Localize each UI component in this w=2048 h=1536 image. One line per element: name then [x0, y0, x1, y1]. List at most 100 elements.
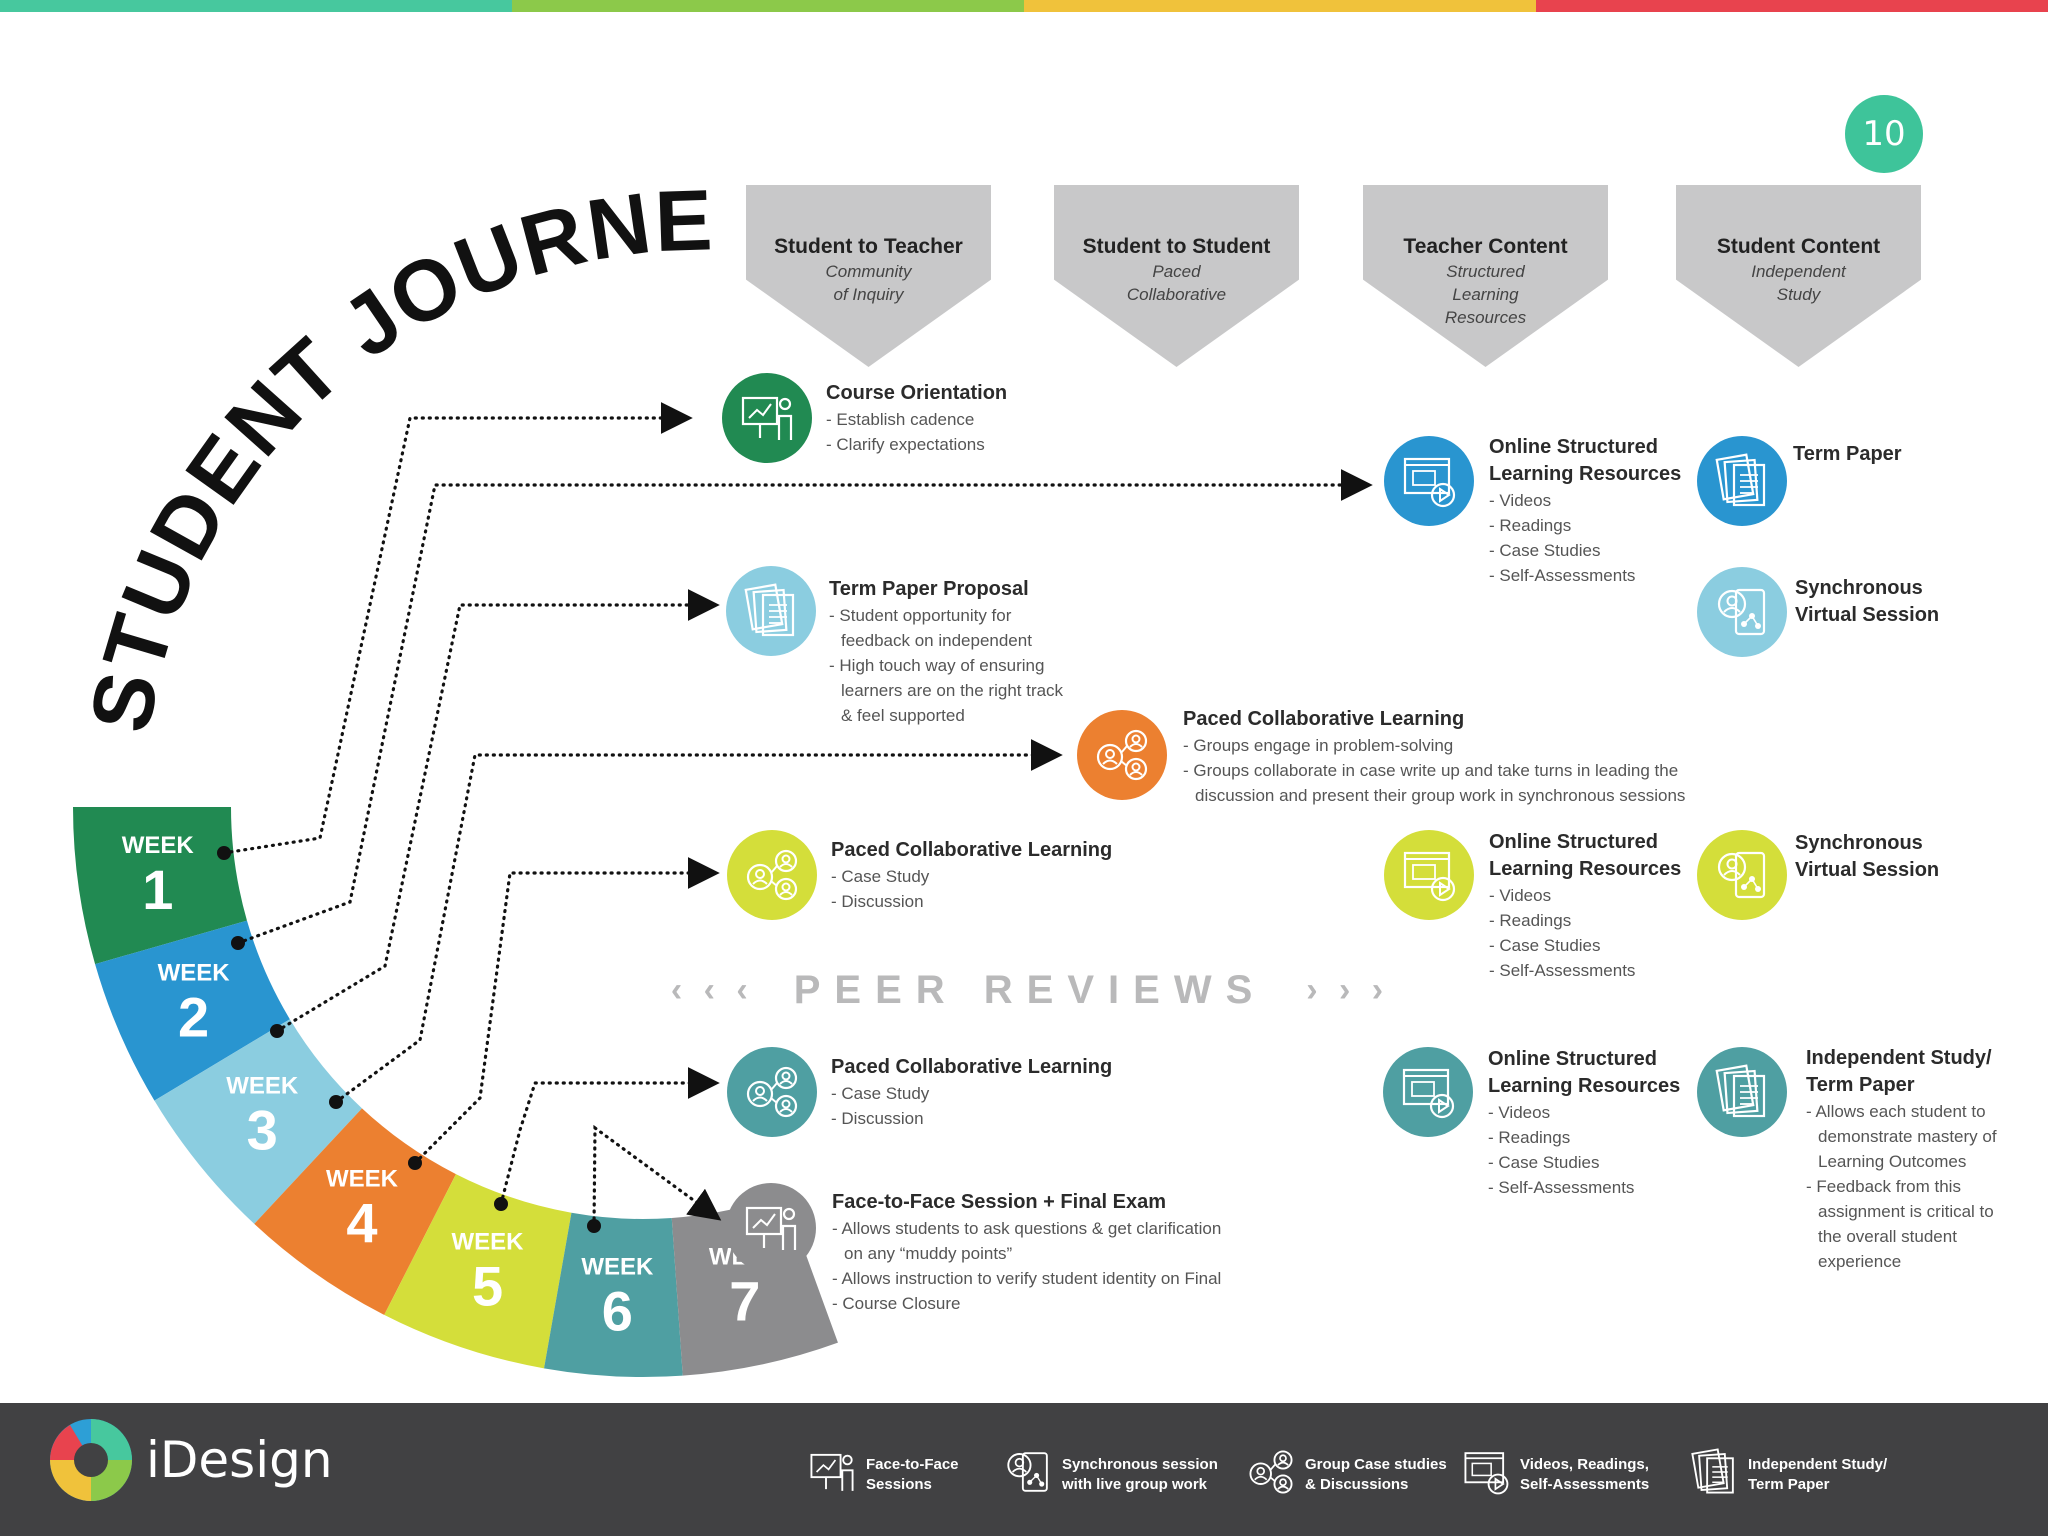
item-title: Independent Study/ — [1806, 1047, 1992, 1069]
week-number: 2 — [178, 985, 209, 1048]
legend-label: Videos, Readings, Self-Assessments — [1520, 1455, 1650, 1493]
item-point: Case Studies — [1489, 933, 1709, 958]
idesign-logo-icon — [50, 1419, 132, 1501]
legend-label: Synchronous session with live group work — [1062, 1455, 1218, 1493]
term-paper-proposal-icon — [726, 566, 816, 656]
item-title: Term Paper — [1793, 443, 1902, 465]
item-title: Synchronous — [1795, 832, 1923, 854]
connector-line-week-7 — [592, 1124, 722, 1228]
item-point: Videos — [1488, 1100, 1708, 1125]
face-to-face-week7-icon — [726, 1183, 816, 1273]
week-segment-4 — [254, 1108, 456, 1315]
presenter-icon — [810, 1453, 854, 1491]
item-point: Discussion — [831, 1106, 1161, 1131]
synchronous-session-week2-icon — [1697, 567, 1787, 657]
term-paper-week2-icon — [1697, 436, 1787, 526]
item-point: Videos — [1489, 488, 1709, 513]
brand: iDesign — [50, 1419, 333, 1501]
peer-reviews-banner: ‹ ‹ ‹ PEER REVIEWS › › › — [640, 965, 1420, 1015]
top-color-stripe — [0, 0, 2048, 12]
online-resources-week6-icon — [1383, 1047, 1473, 1137]
legend-label: Group Case studies & Discussions — [1305, 1455, 1447, 1493]
documents-icon — [1715, 1064, 1766, 1118]
item-point: Student opportunity for feedback on inde… — [829, 603, 1079, 653]
column-title: Student to Teacher — [774, 235, 963, 258]
group-icon — [1247, 1448, 1295, 1501]
week-number: 5 — [472, 1255, 503, 1318]
presenter-icon — [741, 396, 793, 440]
week-segment-5 — [384, 1174, 572, 1369]
week-number: 3 — [247, 1098, 278, 1161]
video-screen-icon — [1403, 457, 1456, 508]
paced-collab-week6-block: Paced Collaborative Learning Case Study … — [831, 1054, 1161, 1131]
paced-collab-week5-icon — [727, 830, 817, 920]
item-point: Clarify expectations — [826, 432, 1146, 457]
online-resources-week6-block: Online Structured Learning Resources Vid… — [1488, 1046, 1708, 1200]
item-point: Establish cadence — [826, 407, 1146, 432]
video-screen-icon — [1403, 851, 1456, 902]
column-subtitle-line: Study — [1776, 285, 1821, 304]
item-point: Groups engage in problem-solving — [1183, 733, 1708, 758]
item-point: Case Study — [831, 1081, 1161, 1106]
item-title: Online Structured — [1489, 831, 1658, 853]
peer-reviews-left-arrows: ‹ ‹ ‹ — [670, 970, 754, 1009]
connector-line-week-4 — [334, 739, 1063, 1104]
item-title: Term Paper Proposal — [829, 578, 1029, 600]
connector-dot — [408, 1156, 422, 1170]
week-segment-2 — [95, 920, 290, 1101]
item-title: Face-to-Face Session + Final Exam — [832, 1191, 1167, 1213]
connector-dot — [231, 936, 245, 950]
paced-collab-week4-block: Paced Collaborative Learning Groups enga… — [1183, 706, 1708, 808]
column-title: Student to Student — [1082, 235, 1271, 258]
stripe-segment — [512, 0, 1024, 12]
online-resources-week2-block: Online Structured Learning Resources Vid… — [1489, 434, 1709, 588]
dotted-connectors — [217, 402, 1373, 1233]
group-icon — [1249, 1450, 1293, 1494]
group-icon — [1096, 729, 1148, 781]
column-subtitle-line: Structured — [1446, 262, 1525, 281]
week-label: WEEK — [452, 1229, 525, 1256]
page-number-badge: 10 — [1845, 95, 1923, 173]
video-screen-icon — [1464, 1452, 1509, 1495]
item-point: Course Closure — [832, 1291, 1242, 1316]
legend-independent: Independent Study/ Term Paper — [1690, 1448, 1887, 1501]
item-title: Paced Collaborative Learning — [831, 1056, 1113, 1078]
legend-group-case: Group Case studies & Discussions — [1247, 1448, 1447, 1501]
brand-name: iDesign — [146, 1431, 333, 1489]
independent-study-week6-block: Independent Study/ Term Paper Allows eac… — [1806, 1045, 2001, 1274]
online-resources-week2-icon — [1384, 436, 1474, 526]
column-subtitle-line: Independent — [1751, 262, 1846, 281]
legend-label: Face-to-Face Sessions — [866, 1455, 959, 1493]
documents-icon — [1715, 453, 1766, 507]
legend-face-to-face: Face-to-Face Sessions — [808, 1448, 959, 1501]
week-number: 6 — [602, 1279, 633, 1342]
face-to-face-week7-block: Face-to-Face Session + Final Exam Allows… — [832, 1189, 1242, 1316]
item-point: Self-Assessments — [1489, 563, 1709, 588]
synchronous-session-week5-block: Synchronous Virtual Session — [1795, 830, 1995, 884]
connector-line-week-2 — [236, 469, 1373, 945]
presenter-icon — [745, 1206, 797, 1250]
online-resources-week5-icon — [1384, 830, 1474, 920]
peer-reviews-label: PEER REVIEWS — [793, 967, 1267, 1012]
item-point: Allows instruction to verify student ide… — [832, 1266, 1242, 1291]
independent-study-week6-icon — [1697, 1047, 1787, 1137]
term-paper-week2-block: Term Paper — [1793, 441, 1993, 468]
connector-line-week-5 — [413, 857, 720, 1165]
week-number: 7 — [729, 1269, 760, 1332]
week-label: WEEK — [122, 832, 195, 859]
item-title: Synchronous — [1795, 577, 1923, 599]
week-label: WEEK — [581, 1253, 654, 1280]
week-label: WEEK — [326, 1165, 399, 1192]
item-point: High touch way of ensuring learners are … — [829, 653, 1079, 728]
legend-synchronous: Synchronous session with live group work — [1004, 1448, 1218, 1501]
column-subtitle-line: Resources — [1444, 308, 1527, 327]
item-title: Paced Collaborative Learning — [1183, 708, 1465, 730]
item-point: Groups collaborate in case write up and … — [1183, 758, 1708, 808]
item-title: Term Paper — [1806, 1074, 1915, 1096]
paced-collab-week4-icon — [1077, 710, 1167, 800]
course-orientation-icon — [722, 373, 812, 463]
video-screen-icon — [1402, 1068, 1455, 1119]
item-point: Discussion — [831, 889, 1161, 914]
course-orientation-block: Course Orientation Establish cadence Cla… — [826, 380, 1146, 457]
week-segment-6 — [544, 1212, 683, 1378]
